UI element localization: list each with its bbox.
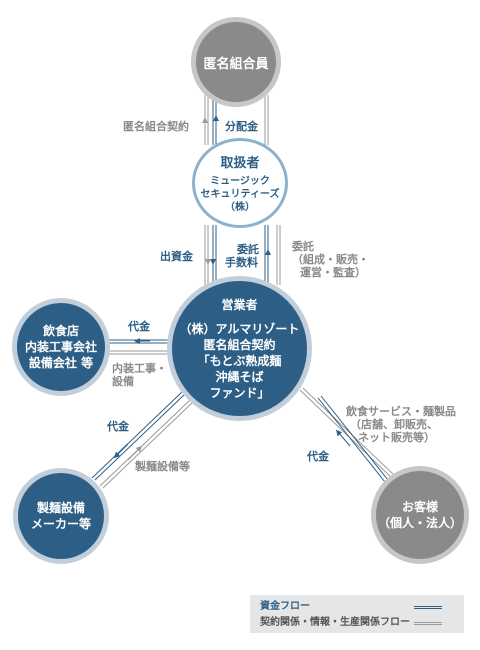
commission-label-1: 委託 (237, 243, 259, 256)
restaurant-payment-label: 代金 (128, 320, 150, 333)
food-service-label-3: ネット販売等） (358, 431, 435, 444)
equipment-label: 製麺設備等 (135, 460, 190, 473)
food-service-label-2: （店舗、卸販売、 (350, 418, 438, 431)
legend-money-row: 資金フロー (260, 600, 454, 614)
interior-work-label-2: 設備 (112, 375, 134, 388)
operator-line-5: ファンド」 (209, 386, 270, 400)
legend-contract-label: 契約関係・情報・生産関係フロー (260, 617, 410, 628)
operator-line-4: 沖縄そば (215, 370, 264, 384)
operator-customer-lines (299, 387, 396, 483)
legend-contract-line (414, 622, 442, 625)
distribution-label: 分配金 (225, 120, 258, 133)
operator-line-3: 「もとぶ熟成麺 (197, 354, 282, 368)
delegation-label-3: 運営・監査） (300, 266, 366, 279)
legend: 資金フロー 契約関係・情報・生産関係フロー (250, 595, 464, 633)
customers-node: お客様 （個人・法人） (371, 466, 469, 564)
handler-node: 取扱者 ミュージック セキュリティーズ （株） (192, 138, 288, 228)
investors-label: 匿名組合員 (203, 56, 269, 72)
legend-contract-row: 契約関係・情報・生産関係フロー (260, 616, 454, 630)
manufacturer-line-2: メーカー等 (30, 517, 91, 531)
operator-node: 営業者 （株）アルマリゾート 匿名組合契約 「もとぶ熟成麺 沖縄そば ファンド」 (167, 276, 312, 421)
customers-line-1: お客様 (401, 500, 438, 514)
restaurant-line-2: 内装工事会社 (24, 340, 97, 354)
handler-line-1: ミュージック (210, 176, 270, 187)
restaurant-line-1: 飲食店 (42, 324, 79, 338)
customer-payment-label: 代金 (307, 450, 329, 463)
handler-line-3: （株） (225, 202, 255, 213)
legend-money-label: 資金フロー (260, 601, 310, 612)
contract-label: 匿名組合契約 (123, 120, 189, 133)
manufacturer-node: 製麺設備 メーカー等 (13, 468, 109, 564)
handler-title: 取扱者 (220, 156, 260, 171)
delegation-label-1: 委託 (292, 240, 314, 253)
interior-work-label-1: 内装工事・ (112, 362, 167, 375)
commission-label-2: 手数料 (225, 256, 258, 269)
operator-title: 営業者 (221, 298, 258, 312)
investment-label: 出資金 (160, 250, 193, 263)
handler-operator-lines (204, 225, 281, 285)
restaurant-line-3: 設備会社 等 (28, 356, 94, 370)
food-service-label-1: 飲食サービス・麺製品 (346, 405, 456, 418)
legend-money-line (414, 606, 442, 609)
operator-manufacturer-lines (91, 391, 194, 489)
operator-line-2: 匿名組合契約 (203, 338, 276, 352)
operator-line-1: （株）アルマリゾート (179, 322, 300, 336)
investor-handler-lines (202, 95, 269, 145)
delegation-label-2: （組成・販売・ (292, 253, 369, 266)
investors-node: 匿名組合員 (191, 17, 281, 107)
manufacturer-payment-label: 代金 (107, 420, 129, 433)
manufacturer-line-1: 製麺設備 (36, 501, 85, 515)
customers-line-2: （個人・法人） (377, 516, 462, 530)
handler-line-2: セキュリティーズ (200, 189, 280, 200)
restaurant-node: 飲食店 内装工事会社 設備会社 等 (12, 298, 110, 396)
